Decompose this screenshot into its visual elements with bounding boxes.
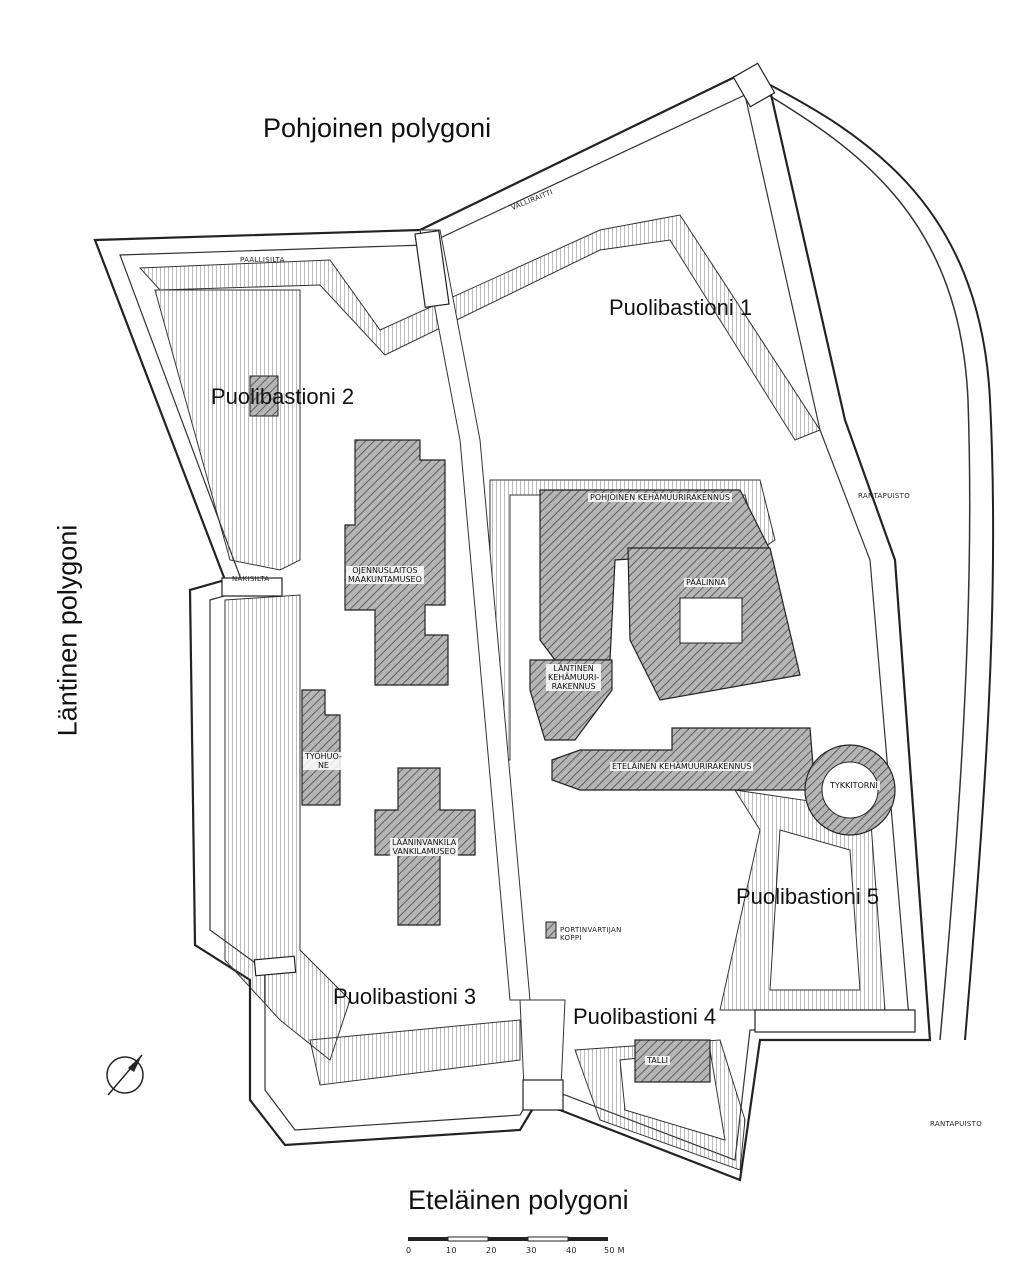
polygon-south-label: Eteläinen polygoni bbox=[408, 1185, 629, 1215]
scale-tick-0: 0 bbox=[406, 1246, 412, 1255]
building-portinvartija-line1: PORTINVARTIJAN bbox=[560, 926, 622, 934]
polygon-north-label: Pohjoinen polygoni bbox=[263, 113, 492, 143]
polygon-west-label: Läntinen polygoni bbox=[52, 524, 83, 737]
label-rantapuisto-north: RANTAPUISTO bbox=[858, 492, 911, 500]
building-pohjoinen-kehamuuri bbox=[539, 489, 771, 661]
building-lantinen-line3: RAKENNUS bbox=[551, 682, 596, 691]
building-portinvartija bbox=[545, 921, 557, 939]
building-ojennuslaitos-line2: MAAKUNTAMUSEO bbox=[348, 575, 422, 584]
bastion-5-label: Puolibastioni 5 bbox=[736, 884, 880, 909]
shoreline bbox=[744, 71, 995, 1041]
building-tyohuone-label: TYÖHUO- NE bbox=[303, 752, 344, 770]
building-tyohuone-line1: TYÖHUO- bbox=[305, 752, 342, 761]
building-tyohuone bbox=[301, 689, 341, 806]
scale-tick-30: 30 bbox=[526, 1246, 537, 1255]
building-lantinen-label: LÄNTINEN KEHÄMUURI- RAKENNUS bbox=[546, 664, 602, 691]
building-etelainen-kehamuuri bbox=[551, 727, 816, 791]
building-ojennuslaitos-label: OJENNUSLAITOS MAAKUNTAMUSEO bbox=[346, 566, 424, 584]
scale-tick-20: 20 bbox=[486, 1246, 497, 1255]
bastion-4-label: Puolibastioni 4 bbox=[573, 1004, 717, 1029]
tykkitorni-inner bbox=[821, 761, 879, 819]
building-vankila-label: LÄÄNINVANKILA VANKILAMUSEO bbox=[390, 838, 459, 856]
building-tyohuone-line2: NE bbox=[317, 761, 329, 770]
building-portinvartija-line2: KOPPI bbox=[560, 934, 582, 942]
scale-tick-40: 40 bbox=[566, 1246, 577, 1255]
building-tykkitorni-label: TYKKITORNI bbox=[828, 781, 880, 790]
label-paallisilta: PAALLISILTA bbox=[240, 256, 285, 264]
bastion-2-label: Puolibastioni 2 bbox=[211, 384, 355, 409]
bastion-3-label: Puolibastioni 3 bbox=[333, 984, 477, 1009]
building-ojennuslaitos-line1: OJENNUSLAITOS bbox=[352, 566, 418, 575]
building-ojennuslaitos bbox=[344, 439, 449, 686]
bridge-east bbox=[754, 1009, 916, 1033]
bastion5-court bbox=[769, 829, 861, 991]
building-talli-label: TALLI bbox=[645, 1056, 671, 1065]
compass-icon bbox=[106, 1054, 144, 1096]
scale-tick-10: 10 bbox=[446, 1246, 457, 1255]
bridge-west bbox=[221, 577, 283, 597]
bridge-southwest bbox=[253, 955, 297, 977]
label-nakisilta: NÄKISILTA bbox=[232, 575, 270, 583]
scale-bar bbox=[408, 1236, 608, 1242]
rampart-west-lower bbox=[224, 594, 351, 1061]
scale-tick-50: 50 M bbox=[604, 1246, 625, 1255]
bridge-south bbox=[522, 1079, 564, 1111]
building-pohjoinen-label: POHJOINEN KEHÄMUURIRAKENNUS bbox=[588, 493, 732, 502]
building-lantinen-line1: LÄNTINEN bbox=[553, 664, 594, 673]
rampart-north bbox=[138, 214, 821, 441]
building-vankila-line2: VANKILAMUSEO bbox=[392, 847, 456, 856]
building-paalinna-label: PÄÄLINNA bbox=[684, 578, 728, 587]
rampart-west-upper bbox=[154, 289, 301, 571]
building-portinvartija-label: PORTINVARTIJAN KOPPI bbox=[560, 926, 622, 942]
bridge-northeast bbox=[732, 62, 776, 108]
label-rantapuisto-south: RANTAPUISTO bbox=[930, 1120, 983, 1128]
building-bastion2-small bbox=[249, 375, 279, 417]
bastion-1-label: Puolibastioni 1 bbox=[609, 295, 753, 320]
rampart-south bbox=[309, 1019, 521, 1086]
shoreline-inner bbox=[759, 89, 971, 1041]
bridge-north bbox=[414, 230, 450, 308]
building-vankila-line1: LÄÄNINVANKILA bbox=[392, 838, 457, 847]
building-etelainen-label: ETELÄINEN KEHÄMUURIRAKENNUS bbox=[610, 762, 754, 771]
building-lantinen-line2: KEHÄMUURI- bbox=[548, 673, 600, 682]
paalinna-courtyard bbox=[679, 597, 743, 644]
